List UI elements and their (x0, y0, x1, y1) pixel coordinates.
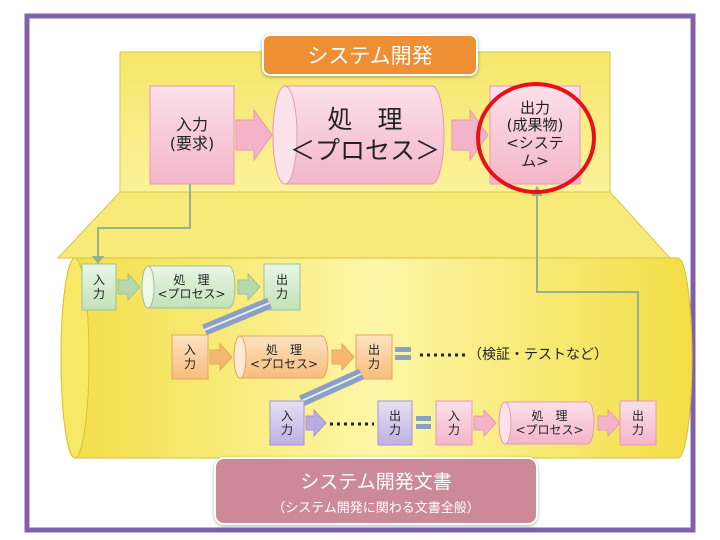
s2-arrow-2 (331, 342, 355, 372)
s2-process-label: 処 理 <プロセス> (249, 342, 319, 371)
s2-continuation-note: （検証・テストなど） (468, 346, 608, 363)
top-input-label: 入力 (要求) (169, 115, 215, 153)
s3-process-label: 処 理 <プロセス> (515, 408, 584, 437)
s1-process-label: 処 理 <プロセス> (157, 272, 226, 301)
s1-input-box (81, 263, 117, 311)
s2-continuation-marker (395, 347, 411, 360)
document-subtitle: （システム開発に関わる文書全般） (272, 500, 480, 516)
connector-output (536, 194, 639, 405)
s3-input2-box (435, 400, 473, 446)
s2-input-box (171, 334, 209, 380)
s1-arrow-2 (237, 272, 261, 302)
top-arrow-1 (235, 108, 273, 162)
s3-arrow-1 (305, 408, 327, 438)
s3-input-box (269, 400, 305, 446)
top-output-label: 出力 (成果物) <システ ム> (506, 98, 564, 170)
s3-output2-label: 出 力 (631, 408, 644, 437)
s2-output-label: 出 力 (367, 342, 380, 371)
document-title: システム開発文書 (300, 470, 452, 493)
connector-input (97, 184, 191, 258)
handoff-2 (298, 368, 365, 407)
s1-process-cylinder-end (141, 265, 155, 309)
s2-arrow-1 (209, 342, 233, 372)
s3-output-box (377, 400, 413, 446)
top-process-label: 処 理 ＜プロセス＞ (289, 104, 440, 165)
s3-arrow-3 (597, 408, 621, 438)
s3-arrow-2 (473, 408, 497, 438)
connector-input-head (92, 256, 104, 264)
top-input-box (149, 85, 235, 185)
s2-output-box (355, 334, 393, 380)
s1-output-label: 出 力 (275, 272, 288, 301)
title-banner: システム開発 (262, 34, 478, 76)
funnel (56, 191, 672, 259)
highlight-circle (476, 82, 596, 194)
top-output-box (489, 85, 581, 185)
handoff-1 (202, 297, 272, 336)
s1-output-box (263, 263, 301, 311)
document-box: システム開発文書 （システム開発に関わる文書全般） (214, 457, 538, 525)
top-process-cylinder-end (272, 85, 298, 185)
s3-process-cylinder-end (498, 401, 512, 445)
s3-input-label: 入 力 (280, 408, 293, 437)
s3-input2-label: 入 力 (447, 408, 460, 437)
s3-output-label: 出 力 (388, 408, 401, 437)
s3-output2-box (619, 400, 657, 446)
s2-input-label: 入 力 (183, 342, 196, 371)
s1-arrow-1 (117, 272, 141, 302)
s1-input-label: 入 力 (92, 272, 105, 301)
s2-process-cylinder-end (233, 335, 247, 379)
s3-equals-marker (416, 416, 431, 429)
